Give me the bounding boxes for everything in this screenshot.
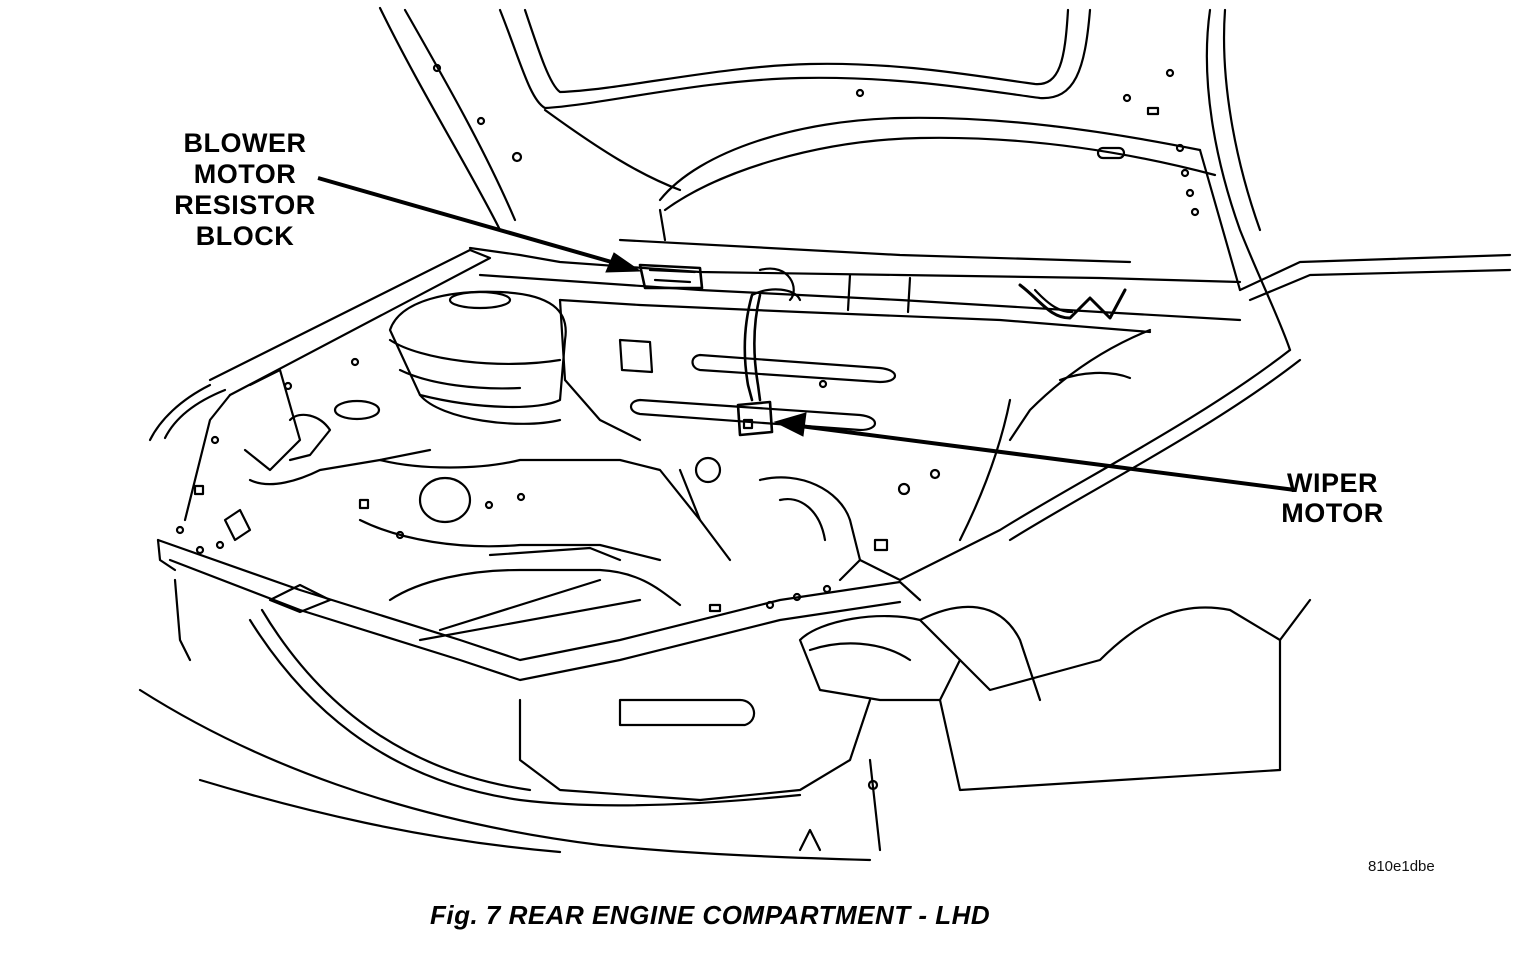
raised-hood [378,6,1512,352]
strut-tower [333,290,567,425]
leader-arrows [317,176,1296,492]
blower-motor-resistor-block-label: BLOWER MOTOR RESISTOR BLOCK [160,128,330,252]
right-fender [858,348,1302,582]
wiper-label-line-1: WIPER [1286,468,1378,498]
wiper-leader-line [799,424,1296,492]
front-crossmember [156,525,922,682]
blower-motor-resistor-block-part [638,263,704,290]
figure-caption: Fig. 7 REAR ENGINE COMPARTMENT - LHD [430,900,991,930]
cowl-panel [468,238,1242,322]
wiper-motor-label: WIPER MOTOR [1270,468,1395,528]
firewall [558,298,1152,542]
blower-leader-line [317,176,616,265]
engine-bay-rails [358,458,862,642]
blower-label-line-2: MOTOR [193,159,297,189]
wiper-arrowhead [773,412,807,437]
blower-label-line-1: BLOWER [183,128,307,158]
blower-arrowhead [605,252,642,273]
wiper-label-line-2: MOTOR [1281,498,1384,528]
wiper-motor-harness [736,288,802,437]
blower-label-line-4: BLOCK [195,221,295,251]
left-fender-apron [148,248,492,542]
lower-body [138,578,1312,862]
figure-reference-code: 810e1dbe [1368,858,1435,875]
blower-label-line-3: RESISTOR [174,190,316,220]
